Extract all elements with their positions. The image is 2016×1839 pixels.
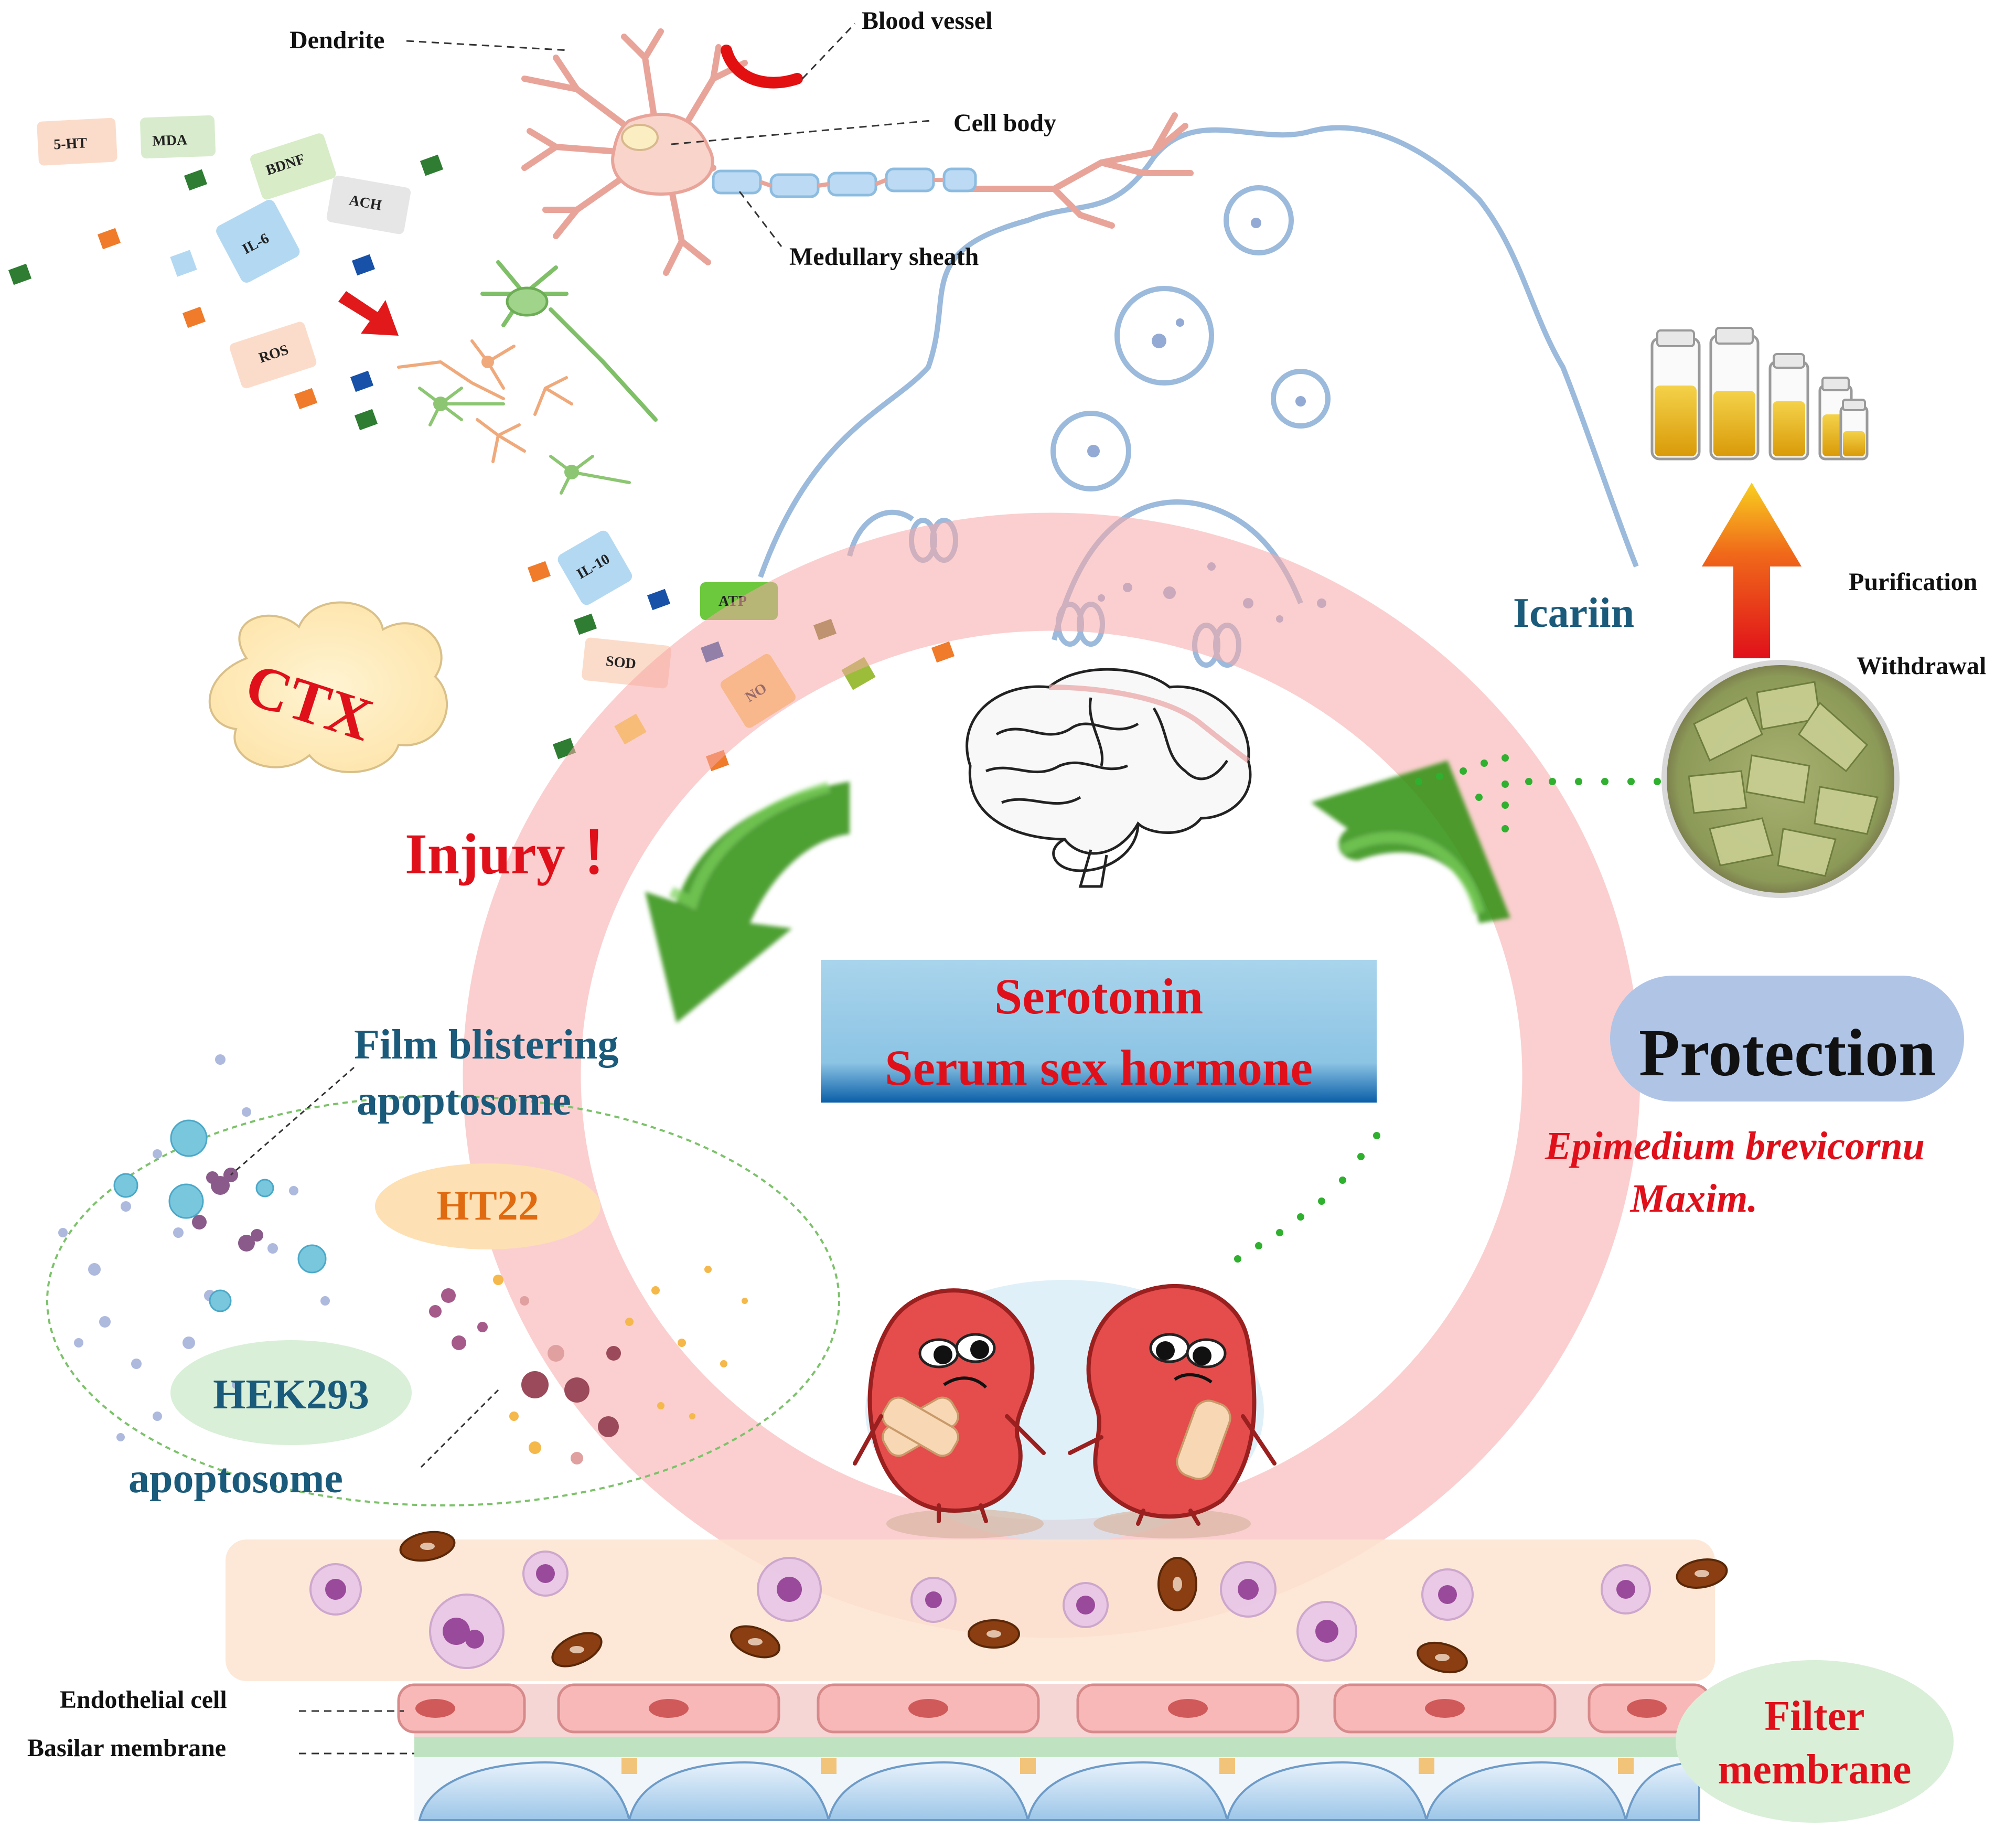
endothelial-cell-label: Endothelial cell [60,1686,227,1714]
damage-arrow [338,291,399,336]
blood-vessel-shape [721,45,803,89]
basilar-membrane-layer [414,1737,1699,1757]
protection-arrow [1311,761,1510,923]
tile-mda [140,115,216,159]
dotted-path-kidney [1234,1132,1380,1263]
tile-mda-label: MDA [152,132,188,149]
cell-body-label: Cell body [953,109,1056,137]
kidney-illustration [853,1280,1277,1542]
apoptosome-top-label: apoptosome [357,1078,571,1124]
podocyte-layer [414,1757,1700,1821]
damaged-neurons [397,260,658,495]
ht22-badge [375,1163,600,1249]
center-hormone-box: Serotonin Serum sex hormone [821,960,1377,1103]
species-name-line2: Maxim. [1630,1177,1758,1221]
dendrite-label: Dendrite [289,26,384,54]
hek293-label: HEK293 [213,1372,369,1418]
protection-label: Protection [1639,1015,1936,1090]
medullary-sheath-label: Medullary sheath [789,243,979,271]
filter-label-line1: Filter [1765,1693,1865,1739]
icariin-label: Icariin [1513,590,1634,636]
ctx-cloud: CTX [208,601,448,774]
filter-label-line2: membrane [1718,1747,1912,1793]
hek293-badge [170,1340,412,1445]
brain-illustration [966,668,1252,888]
blood-cells [309,1531,1728,1674]
injury-arrow [645,782,850,1023]
filter-membrane-badge: Filter membrane [1676,1660,1954,1823]
serum-sex-hormone-label: Serum sex hormone [885,1040,1313,1096]
tile-sod-label: SOD [605,653,637,672]
ht22-label: HT22 [436,1183,539,1229]
neuron-illustration [521,28,1194,276]
blood-vessel-label: Blood vessel [862,7,992,35]
apoptosome-bottom-label: apoptosome [128,1456,343,1502]
tile-il6 [216,199,300,283]
injury-label: Injury ！ [405,822,637,886]
tile-5ht [37,117,117,166]
tile-bdnf [250,133,336,200]
tile-ach [326,175,411,234]
protection-badge: Protection [1610,976,1964,1102]
medullary-sheath-segments [712,167,977,198]
tile-5ht-label: 5-HT [53,135,88,153]
species-name-line1: Epimedium brevicornu [1545,1124,1925,1168]
serotonin-label: Serotonin [994,968,1203,1024]
withdrawal-label: Withdrawal [1857,652,1986,680]
purification-label: Purification [1849,568,1977,596]
neuron-leader-lines [406,23,931,247]
film-blistering-label: Film blistering [354,1022,618,1068]
tile-ros [229,322,317,389]
tile-il10 [557,530,632,605]
purification-up-arrow [1702,483,1801,658]
herb-bowl [1661,660,1900,898]
cell-apoptosis-panel: Film blistering apoptosome HT22 HEK293 a… [46,1022,840,1506]
dotted-path-herb-to-brain [1415,754,1661,832]
basilar-membrane-label: Basilar membrane [27,1734,226,1762]
vials-illustration [1650,327,1869,461]
kidney-leader-lines [299,1710,414,1755]
kidney-right [1086,1284,1257,1519]
